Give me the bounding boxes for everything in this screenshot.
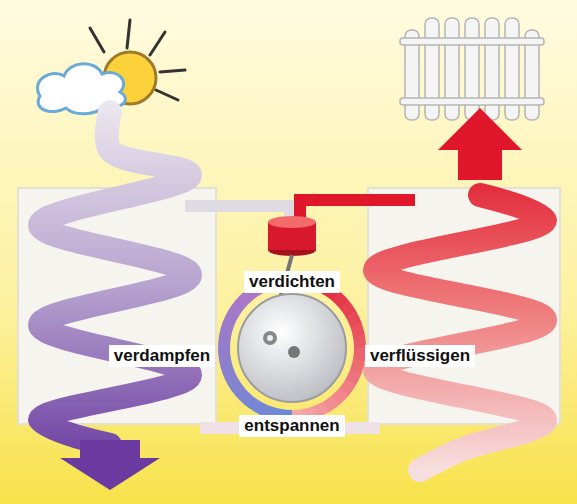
- cold-arrow: [60, 440, 160, 490]
- process-step-label: entspannen: [239, 415, 344, 437]
- process-step-label: verdampfen: [109, 345, 215, 367]
- cycle-ring: [218, 347, 231, 360]
- process-step-label: verdichten: [244, 271, 340, 293]
- evaporator-coil: [40, 112, 190, 445]
- cycle-ring: [219, 358, 234, 373]
- condenser-coil: [375, 195, 545, 470]
- cycle-ring: [350, 323, 365, 338]
- process-step-label: verflüssigen: [365, 345, 475, 367]
